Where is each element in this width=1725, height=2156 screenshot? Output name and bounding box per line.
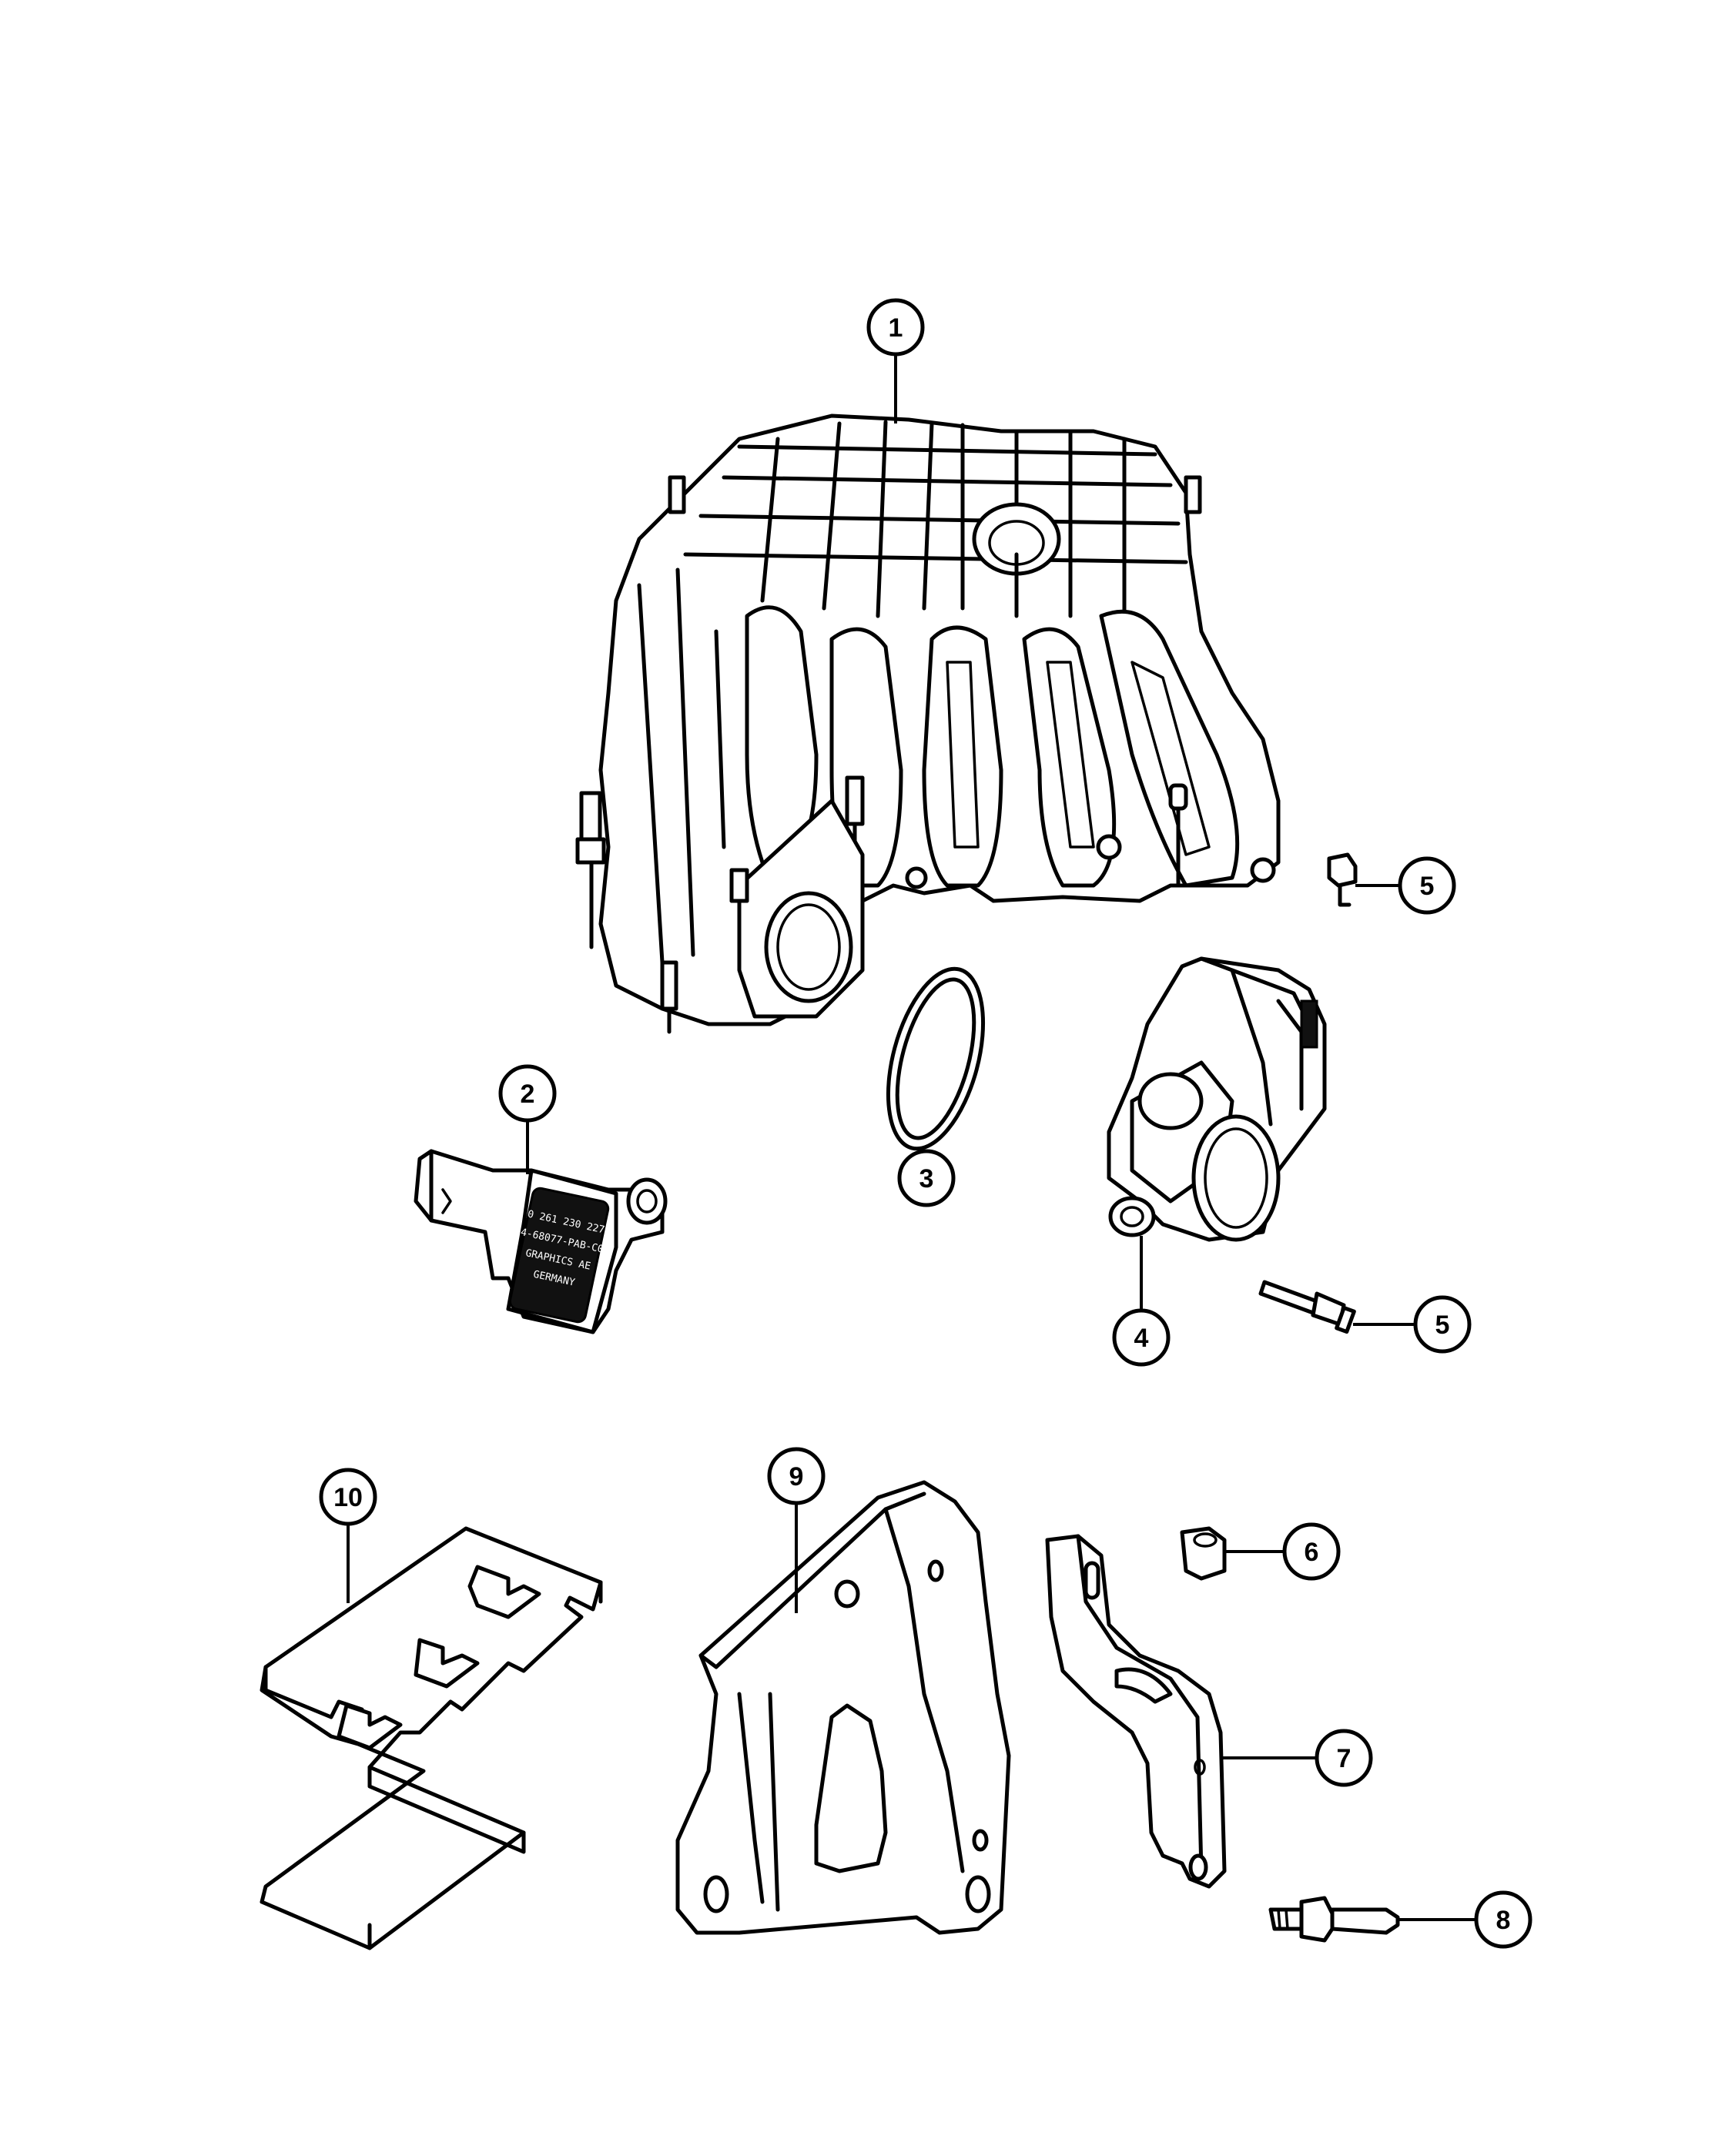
callout-6: 6 — [1224, 1522, 1341, 1581]
intake-manifold — [575, 413, 1281, 1034]
bolt-long — [1258, 1280, 1356, 1334]
insulator-pad — [260, 1526, 603, 1950]
support-bracket — [1045, 1534, 1227, 1889]
callout-label: 7 — [1337, 1744, 1352, 1773]
callout-label: 5 — [1420, 872, 1435, 901]
callout-1: 1 — [866, 298, 925, 424]
callout-8: 8 — [1398, 1890, 1532, 1949]
callout-label: 8 — [1496, 1906, 1511, 1935]
throttle-body-gasket — [886, 966, 986, 1151]
callout-label: 3 — [919, 1164, 934, 1194]
bolt-short — [1327, 852, 1358, 907]
callout-label: 10 — [333, 1483, 363, 1512]
nut — [1180, 1526, 1227, 1581]
callout-label: 2 — [521, 1080, 535, 1109]
callout-4: 4 — [1112, 1236, 1171, 1367]
callout-label: 4 — [1134, 1324, 1149, 1353]
callout-label: 9 — [789, 1462, 804, 1491]
stud-bolt — [1268, 1896, 1400, 1943]
callout-label: 1 — [889, 313, 903, 343]
throttle-body — [1107, 956, 1327, 1242]
callout-9: 9 — [767, 1447, 826, 1613]
callout-label: 6 — [1305, 1538, 1319, 1567]
callout-5-upper: 5 — [1355, 856, 1456, 915]
map-sensor: 0 261 230 227 4-68077-PAB-C0 GRAPHICS AE… — [414, 1149, 668, 1334]
callout-5-lower: 5 — [1353, 1295, 1472, 1354]
callout-label: 5 — [1435, 1311, 1450, 1340]
mounting-plate — [675, 1480, 1011, 1935]
callout-10: 10 — [319, 1468, 377, 1603]
callout-3: 3 — [897, 1149, 956, 1207]
callout-2: 2 — [498, 1064, 557, 1174]
callout-7: 7 — [1221, 1729, 1373, 1787]
